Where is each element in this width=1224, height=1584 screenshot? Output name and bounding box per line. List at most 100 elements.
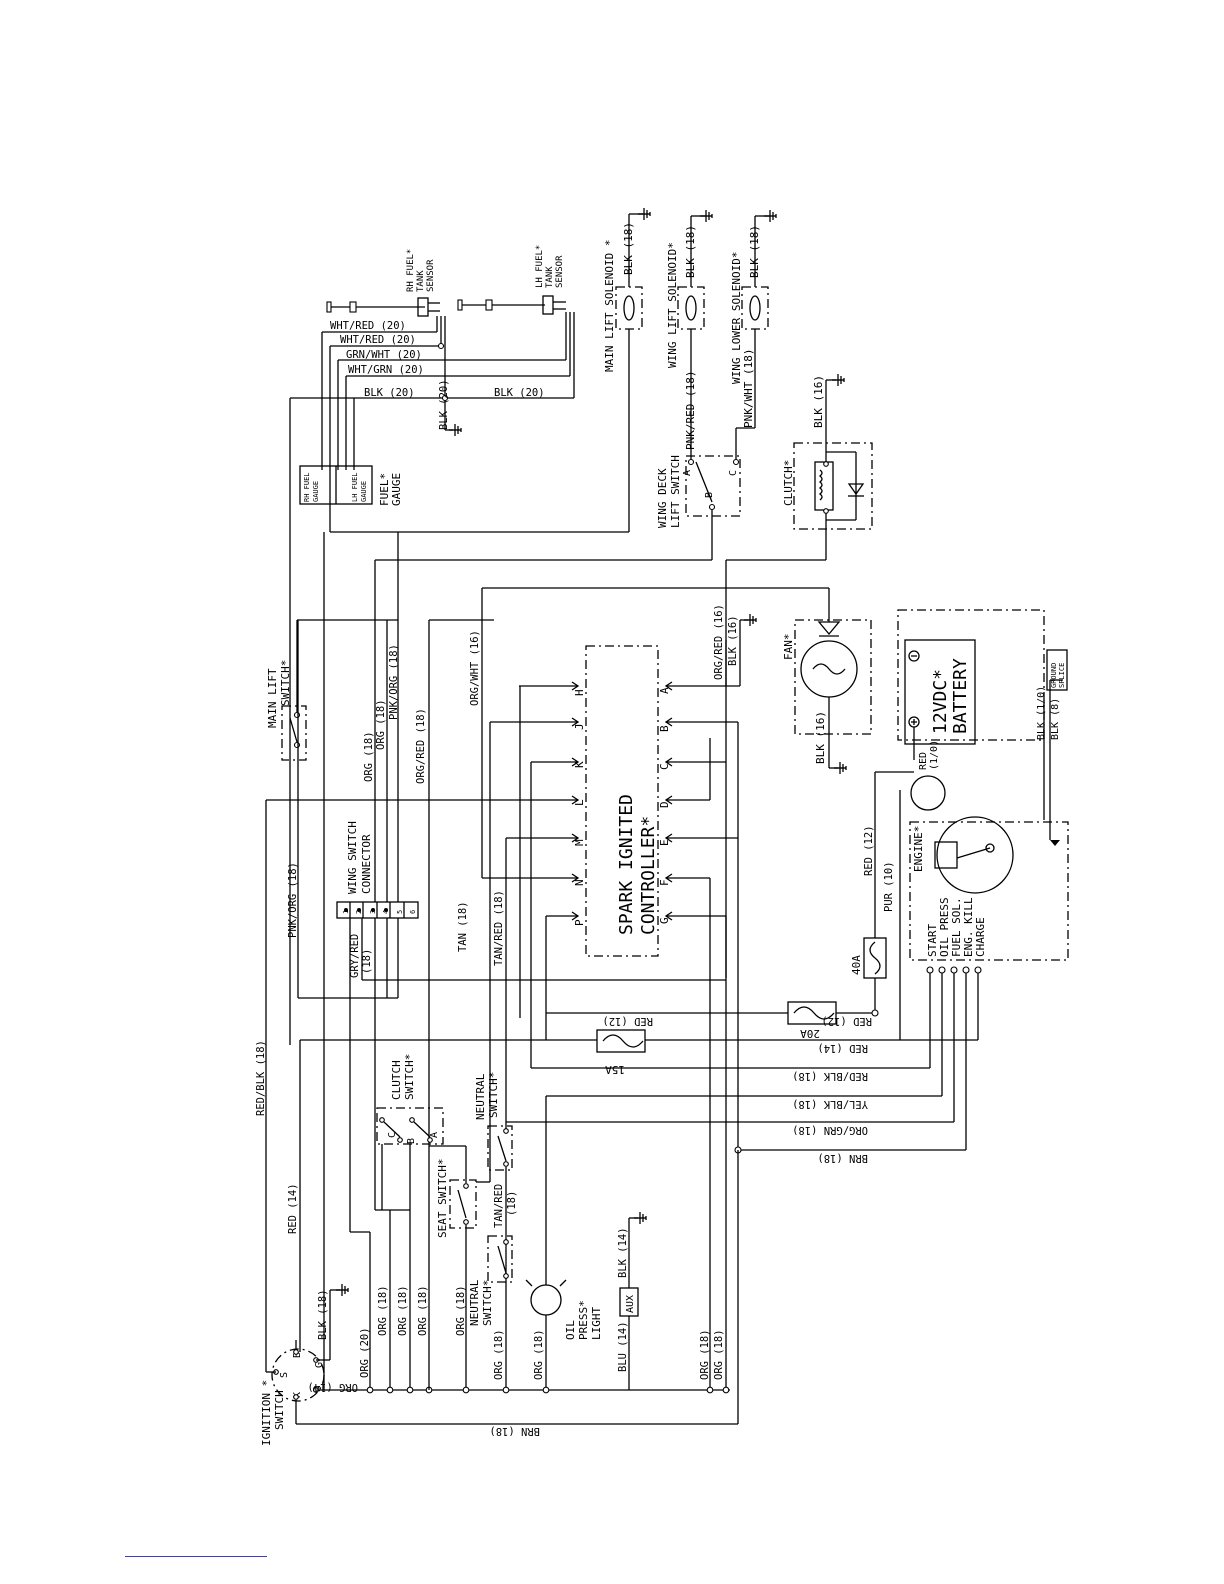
wire-label: (1/0) <box>929 740 940 770</box>
neutral-switch-label: SWITCH* <box>487 1072 500 1118</box>
wire-label: ORG/WHT (16) <box>469 630 481 706</box>
wire-label: BLK (18) <box>622 222 635 275</box>
ground-icon <box>633 1211 647 1225</box>
wire-label: (18) <box>506 1191 518 1216</box>
wire-label: RED/BLK (18) <box>255 1040 267 1116</box>
wing-switch-connector: 1 2 3 4 5 6 WING SWITCH CONNECTOR ORG (1… <box>287 532 726 1232</box>
wire-label: BRN (18) <box>817 1152 868 1164</box>
wire-label: BRN (18) <box>489 1425 540 1437</box>
wing-switch-connector-label: CONNECTOR <box>360 834 373 894</box>
main-lift-switch: MAIN LIFT SWITCH* <box>266 619 398 761</box>
wing-deck-pin: A <box>682 470 693 476</box>
wire-label: ORG (18) <box>377 1285 389 1336</box>
wire-label: BLK (14) <box>617 1227 629 1278</box>
aux-outlet: AUX BLK (14) BLU (14) <box>617 1211 647 1390</box>
wire-label: TAN/RED <box>493 1184 505 1228</box>
wing-lift-solenoid-label: WING LIFT SOLENOID* <box>666 242 679 368</box>
wire-label: ORG (18) <box>533 1329 545 1380</box>
controller-pin: B <box>658 725 671 732</box>
wire-label: GRY/RED <box>349 934 361 978</box>
controller-pin: J <box>573 723 586 730</box>
wire-label: ORG/RED (18) <box>415 708 427 784</box>
wire-label: BLK (20) <box>364 387 415 399</box>
controller-pin: K <box>573 761 586 768</box>
wire-label: BLK (16) <box>812 375 825 428</box>
oil-press-light-label: PRESS* <box>577 1300 590 1340</box>
wire-label: ORG (18) <box>455 1285 467 1336</box>
fuel-gauge-label: GAUGE <box>390 473 403 506</box>
wire-label: BLK (20) <box>438 379 450 430</box>
wire-label: ORG (18) <box>493 1329 505 1380</box>
neutral-switch-label: NEUTRAL <box>474 1073 487 1120</box>
wire-label: ORG (18) <box>397 1285 409 1336</box>
fuses: 15A 20A 40A RED (12) PUR (10) RED (12) R… <box>300 771 978 1164</box>
clutch-switch-label: SWITCH* <box>403 1054 416 1100</box>
wing-deck-label: WING DECK <box>656 468 669 528</box>
oil-press-light-label: LIGHT <box>590 1307 603 1340</box>
wing-deck-label: LIFT SWITCH <box>669 455 682 528</box>
ignition-switch: B S G R K IGNITION * SWITCH <box>255 532 739 1446</box>
battery-label: BATTERY <box>950 658 971 734</box>
wire-label: YEL/BLK (18) <box>792 1098 868 1110</box>
lh-fuel-gauge-label: GAUGE <box>360 481 368 502</box>
ignition-pin: G <box>314 1362 325 1368</box>
wire-label: ORG (14) <box>307 1381 358 1393</box>
controller-pin: N <box>573 879 586 886</box>
rh-fuel-gauge-label: RH FUEL <box>303 472 311 502</box>
wire-label: ORG (18) <box>363 731 375 782</box>
fuse-label: 40A <box>850 955 863 975</box>
wire-label: RED (14) <box>817 1042 868 1054</box>
engine-label: ENGINE* <box>912 826 925 872</box>
seat-switch-label: SEAT SWITCH* <box>436 1159 449 1238</box>
wire-label: BLK (1/0) <box>1036 686 1047 740</box>
wire-label: ORG/RED (16) <box>713 604 725 680</box>
wire-label: BLK (16) <box>814 711 827 764</box>
footer-link-underline[interactable] <box>125 1556 267 1557</box>
rh-fuel-sensor-label: TANK <box>416 270 426 292</box>
fan-label: FAN* <box>782 634 795 661</box>
clutch-label: CLUTCH* <box>782 460 795 506</box>
clutch: CLUTCH* BLK (16) <box>725 373 873 978</box>
wire-label: RED/BLK (18) <box>792 1070 868 1082</box>
rh-fuel-sensor-label: SENSOR <box>426 259 436 292</box>
controller-pin: A <box>658 687 671 694</box>
ignition-pin: B <box>292 1352 303 1358</box>
wire-label: ORG (18) <box>417 1285 429 1336</box>
wing-switch-connector-label: WING SWITCH <box>346 821 359 894</box>
wire-label: RED (12) <box>863 825 875 876</box>
wire-label: RED <box>918 752 929 770</box>
wire-label: WHT/GRN (20) <box>348 364 424 376</box>
main-lift-switch-label: SWITCH* <box>279 660 292 706</box>
engine-terminal: START <box>926 924 939 957</box>
engine-terminal: ENG. KILL <box>962 897 975 957</box>
wire-label: WHT/RED (20) <box>340 334 416 346</box>
wire-label: ORG/GRN (18) <box>792 1124 868 1136</box>
lh-fuel-gauge-label: LH FUEL <box>351 472 359 502</box>
wire-label: ORG (18) <box>375 699 387 750</box>
ground-icon <box>833 761 847 775</box>
clutch-switch-pin: C <box>387 1132 398 1138</box>
wire-label: RED (12) <box>821 1015 872 1027</box>
wire-label: PNK/ORG (18) <box>287 862 299 938</box>
aux-label: AUX <box>625 1295 636 1313</box>
fuse-label: 15A <box>605 1063 625 1076</box>
controller-pin: H <box>573 689 586 696</box>
lh-fuel-sensor-label: TANK <box>545 266 555 288</box>
controller-pin: C <box>658 763 671 770</box>
lh-fuel-tank-sensor: LH FUEL* TANK SENSOR <box>457 245 566 315</box>
controller-pin: P <box>573 919 586 926</box>
controller-pin: G <box>658 917 671 924</box>
clutch-switch-pin: A <box>429 1132 440 1138</box>
controller-pin: E <box>658 839 671 846</box>
wire-label: ORG (18) <box>713 1329 725 1380</box>
wire-label: PNK/RED (18) <box>684 371 697 450</box>
rh-fuel-sensor-label: RH FUEL* <box>406 249 416 292</box>
wire-label: BLK (18) <box>317 1289 329 1340</box>
battery-label: 12VDC* <box>930 669 951 734</box>
fuse-label: 20A <box>800 1027 820 1040</box>
wire-label: RED (12) <box>602 1015 653 1027</box>
wire-label: BLK (18) <box>748 225 761 278</box>
controller-wiring: ORG/RED (16) BLK (16) ORG/WHT (16) TAN (… <box>457 588 757 1390</box>
wing-connector-pin: 5 <box>396 910 404 914</box>
engine: ENGINE* START OIL PRESS FUEL SOL. ENG. K… <box>909 775 1069 1150</box>
